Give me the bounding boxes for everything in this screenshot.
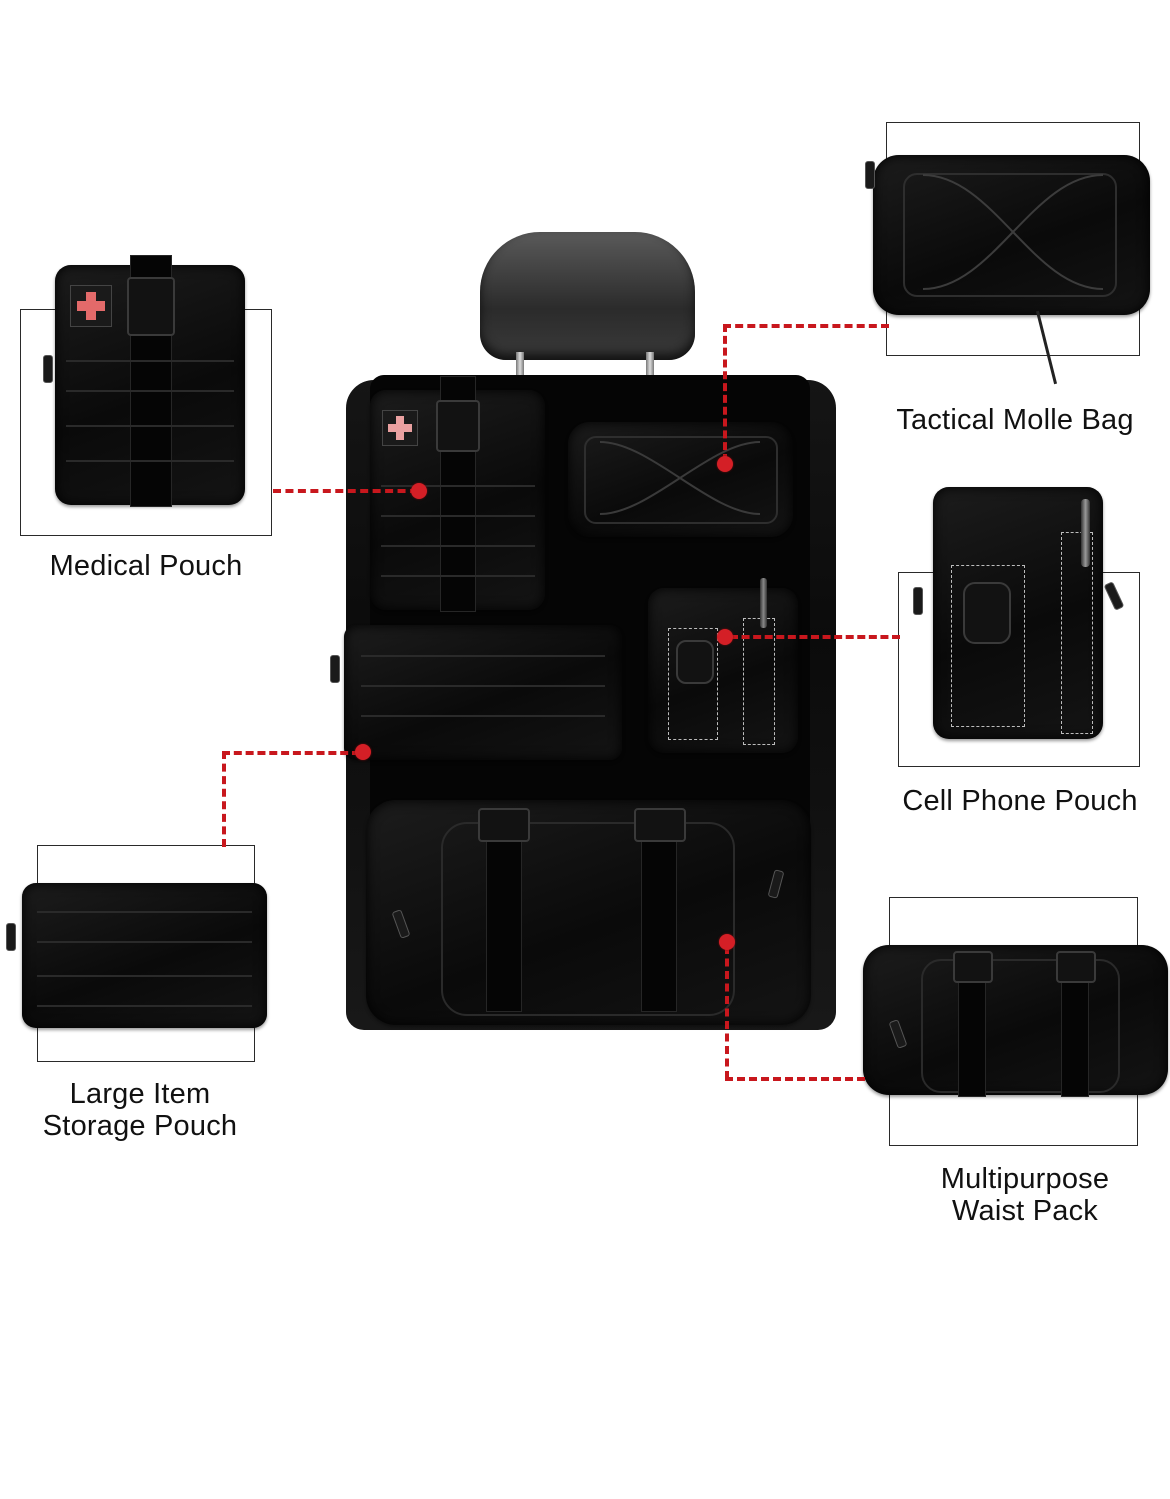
buckle-icon [963, 582, 1011, 644]
multipurpose-waist-pack-leader-line-horizontal [725, 1077, 865, 1081]
large-item-storage-pouch-label: Large Item Storage Pouch [10, 1078, 270, 1142]
zipper-pull-icon [767, 869, 785, 899]
cell-phone-pouch-image [913, 487, 1125, 739]
zipper-pull-icon [888, 1019, 908, 1049]
medical-pouch-label: Medical Pouch [49, 550, 243, 582]
headrest-post-left [516, 352, 524, 392]
zipper-pull-icon [865, 161, 875, 189]
multipurpose-waist-pack-leader-line-vertical [725, 946, 729, 1079]
buckle-icon [1056, 951, 1096, 983]
medical-pouch-leader-line [273, 489, 418, 493]
large-item-storage-pouch-label-line2: Storage Pouch [42, 1110, 238, 1142]
car-seat-illustration [330, 230, 840, 1030]
medical-pouch-image [43, 255, 245, 507]
seat-medical-pouch [370, 376, 545, 612]
seat-large-item-storage-pouch [330, 625, 622, 760]
large-item-storage-pouch-leader-line-horizontal [222, 751, 360, 755]
pen-icon [1081, 499, 1090, 567]
headrest-post-right [646, 352, 654, 392]
seat-multipurpose-waist-pack [366, 800, 811, 1025]
headrest [480, 232, 695, 360]
zipper-pull-icon [6, 923, 16, 951]
cell-phone-pouch-marker [717, 629, 733, 645]
seat-cell-phone-pouch [648, 578, 798, 753]
multipurpose-waist-pack-label-line2: Waist Pack [952, 1195, 1098, 1227]
buckle-icon [478, 808, 530, 842]
cell-phone-pouch-leader-line [730, 635, 900, 639]
multipurpose-waist-pack-label-line1: Multipurpose [940, 1163, 1110, 1195]
buckle-icon [634, 808, 686, 842]
large-item-storage-pouch-marker [355, 744, 371, 760]
tactical-molle-bag-label: Tactical Molle Bag [896, 404, 1134, 436]
tactical-molle-bag-leader-line-horizontal [723, 324, 889, 328]
tactical-molle-bag-leader-line-vertical [723, 324, 727, 462]
seat-tactical-molle-bag [568, 422, 793, 537]
multipurpose-waist-pack-label: Multipurpose Waist Pack [880, 1163, 1170, 1227]
bungee-cord-icon [922, 174, 1104, 290]
zipper-pull-icon [391, 909, 411, 939]
buckle-icon [676, 640, 714, 684]
multipurpose-waist-pack-image [863, 945, 1168, 1097]
buckle-icon [436, 400, 480, 452]
large-item-storage-pouch-image [6, 883, 267, 1028]
zipper-pull-icon [913, 587, 923, 615]
zipper-pull-icon [330, 655, 340, 683]
zipper-pull-icon [43, 355, 53, 383]
red-cross-patch-icon [70, 285, 112, 327]
tactical-molle-bag-marker [717, 456, 733, 472]
large-item-storage-pouch-leader-line-vertical [222, 751, 226, 847]
cell-phone-pouch-label: Cell Phone Pouch [902, 785, 1138, 817]
buckle-icon [127, 277, 175, 336]
buckle-icon [953, 951, 993, 983]
large-item-storage-pouch-label-line1: Large Item [69, 1078, 211, 1110]
bungee-cord-icon [599, 441, 761, 515]
medical-pouch-marker [411, 483, 427, 499]
red-cross-patch-icon [382, 410, 418, 446]
multipurpose-waist-pack-marker [719, 934, 735, 950]
tactical-molle-bag-image [865, 155, 1150, 315]
pen-icon [760, 578, 767, 628]
